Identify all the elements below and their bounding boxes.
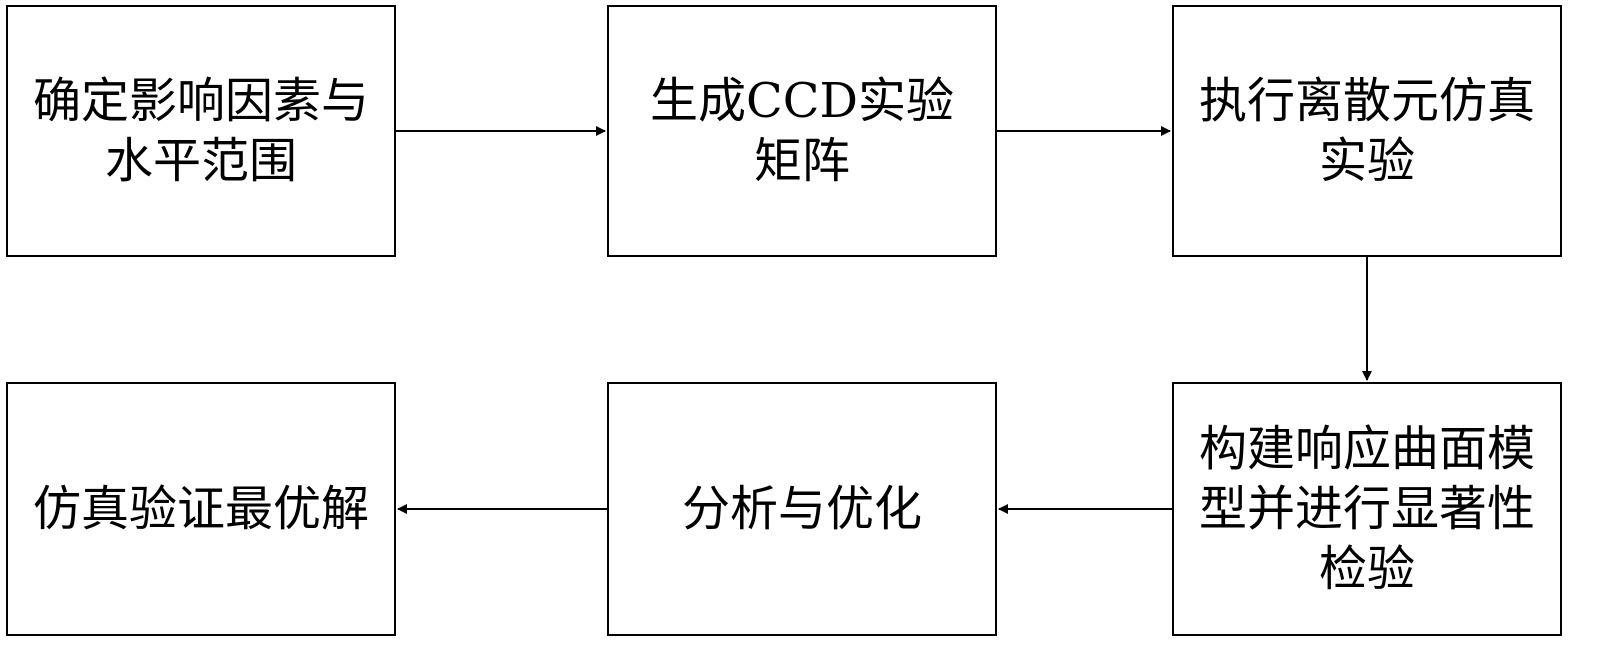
step-box-1: 确定影响因素与 水平范围 — [6, 5, 396, 257]
step-box-4: 构建响应曲面模 型并进行显著性 检验 — [1172, 382, 1562, 636]
step-label-5: 分析与优化 — [681, 481, 922, 537]
step-box-6: 仿真验证最优解 — [6, 382, 396, 636]
step-label-4: 构建响应曲面模 型并进行显著性 检验 — [1198, 421, 1535, 597]
step-label-6: 仿真验证最优解 — [32, 481, 369, 537]
step-box-5: 分析与优化 — [607, 382, 997, 636]
step-label-3: 执行离散元仿真 实验 — [1198, 73, 1535, 189]
step-box-3: 执行离散元仿真 实验 — [1172, 5, 1562, 257]
step-label-1: 确定影响因素与 水平范围 — [32, 73, 369, 189]
step-label-2: 生成CCD实验矩阵 — [650, 73, 954, 189]
step-box-2: 生成CCD实验矩阵 — [607, 5, 997, 257]
